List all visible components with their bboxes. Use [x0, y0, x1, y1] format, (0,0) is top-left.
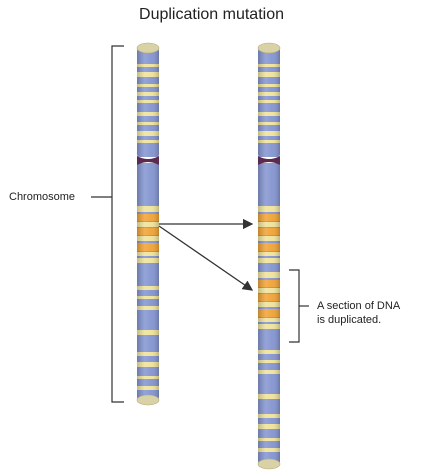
chromatid-shading — [137, 48, 159, 157]
duplication-bracket — [289, 270, 299, 342]
telomere-cap — [137, 43, 159, 53]
chromatid-shading — [258, 48, 280, 157]
chromosome-bracket — [112, 46, 124, 402]
telomere-cap — [137, 395, 159, 405]
telomere-cap — [258, 43, 280, 53]
mutated-chromosome — [258, 43, 280, 469]
chromatid-shading — [258, 163, 280, 464]
telomere-cap — [258, 459, 280, 469]
original-chromosome — [137, 43, 159, 405]
arrow-to-duplicate-section — [159, 226, 252, 290]
chromatid-shading — [137, 163, 159, 400]
